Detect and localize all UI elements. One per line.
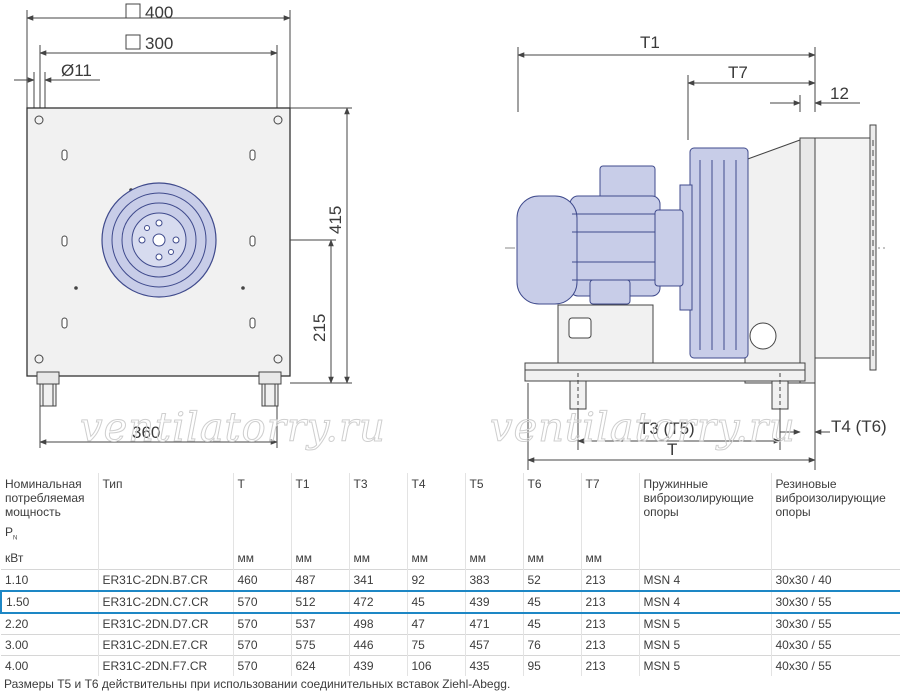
dim-300: 300 (145, 34, 173, 53)
table-cell: ER31C-2DN.B7.CR (98, 569, 234, 591)
table-cell: 52 (523, 569, 582, 591)
table-cell: 472 (349, 590, 408, 614)
table-cell: 435 (465, 655, 524, 676)
header-spring-mounts: Пружинные виброизолирующие опоры (639, 473, 772, 570)
dim-hole: Ø11 (61, 61, 92, 80)
header-power-unit: кВт (5, 551, 24, 565)
table-cell: ER31C-2DN.F7.CR (98, 655, 234, 676)
table-cell: 439 (349, 655, 408, 676)
table-cell: 213 (581, 612, 640, 635)
dim-415: 415 (326, 206, 345, 234)
table-header-row: Номинальная потребляемая мощность PN кВт… (1, 473, 900, 570)
spec-table: Номинальная потребляемая мощность PN кВт… (0, 473, 900, 676)
dim-t1: T1 (640, 33, 660, 52)
table-cell: 570 (233, 634, 292, 656)
table-cell: 512 (291, 590, 350, 614)
table-cell: 570 (233, 590, 292, 614)
dim-360: 360 (132, 423, 160, 442)
table-cell: 30x30 / 55 (771, 590, 900, 614)
table-cell: 2.20 (1, 612, 99, 635)
header-power-label: Номинальная потребляемая мощность (5, 477, 85, 519)
dim-12: 12 (830, 84, 849, 103)
side-view (505, 47, 885, 470)
table-cell: 40x30 / 55 (771, 634, 900, 656)
table-cell: 47 (407, 612, 466, 635)
table-cell: 446 (349, 634, 408, 656)
table-cell: 457 (465, 634, 524, 656)
table-cell: 4.00 (1, 655, 99, 676)
table-cell: 570 (233, 655, 292, 676)
table-cell: 95 (523, 655, 582, 676)
table-cell: 1.10 (1, 569, 99, 591)
watermark-left: ventilatorry.ru (80, 405, 386, 451)
table-cell: 537 (291, 612, 350, 635)
table-cell: 341 (349, 569, 408, 591)
header-power-symbol: PN (5, 525, 18, 542)
table-cell: MSN 5 (639, 655, 772, 676)
footnote: Размеры T5 и T6 действительны при исполь… (4, 677, 511, 691)
table-cell: 460 (233, 569, 292, 591)
watermark-right: ventilatorry.ru (490, 405, 796, 451)
table-cell: 213 (581, 655, 640, 676)
table-cell: 575 (291, 634, 350, 656)
table-cell: 570 (233, 612, 292, 635)
table-cell: 75 (407, 634, 466, 656)
dim-t4-t6: T4 (T6) (831, 417, 887, 436)
table-cell: 1.50 (0, 590, 99, 614)
table-cell: ER31C-2DN.E7.CR (98, 634, 234, 656)
table-cell: ER31C-2DN.D7.CR (98, 612, 234, 635)
table-cell: 383 (465, 569, 524, 591)
table-cell: 45 (407, 590, 466, 614)
table-cell: 471 (465, 612, 524, 635)
table-cell: 213 (581, 634, 640, 656)
table-cell: 624 (291, 655, 350, 676)
table-cell: 30x30 / 40 (771, 569, 900, 591)
table-cell: 439 (465, 590, 524, 614)
table-cell: 45 (523, 612, 582, 635)
dim-t3-t5: T3 (T5) (639, 419, 695, 438)
table-cell: 487 (291, 569, 350, 591)
dim-t: T (667, 440, 677, 459)
header-rubber-mounts: Резиновые виброизолирующие опоры (775, 477, 886, 519)
table-cell: 213 (581, 590, 640, 614)
table-cell: 106 (407, 655, 466, 676)
table-cell: MSN 4 (639, 590, 772, 614)
technical-drawing: 400 300 Ø11 415 215 360 (14, 3, 887, 470)
table-cell: MSN 4 (639, 569, 772, 591)
square-symbols (125, 3, 141, 50)
dim-400: 400 (145, 3, 173, 22)
table-cell: 30x30 / 55 (771, 612, 900, 635)
table-cell: 76 (523, 634, 582, 656)
table-cell: MSN 5 (639, 634, 772, 656)
dim-215: 215 (310, 314, 329, 342)
header-type: Тип (98, 473, 234, 570)
header-power: Номинальная потребляемая мощность PN кВт (1, 473, 99, 570)
dim-t7: T7 (728, 63, 748, 82)
table-cell: ER31C-2DN.C7.CR (98, 590, 234, 614)
table-cell: 45 (523, 590, 582, 614)
table-cell: 3.00 (1, 634, 99, 656)
table-cell: 92 (407, 569, 466, 591)
table-cell: 213 (581, 569, 640, 591)
table-cell: 40x30 / 55 (771, 655, 900, 676)
front-view (14, 10, 352, 448)
table-cell: 498 (349, 612, 408, 635)
table-cell: MSN 5 (639, 612, 772, 635)
